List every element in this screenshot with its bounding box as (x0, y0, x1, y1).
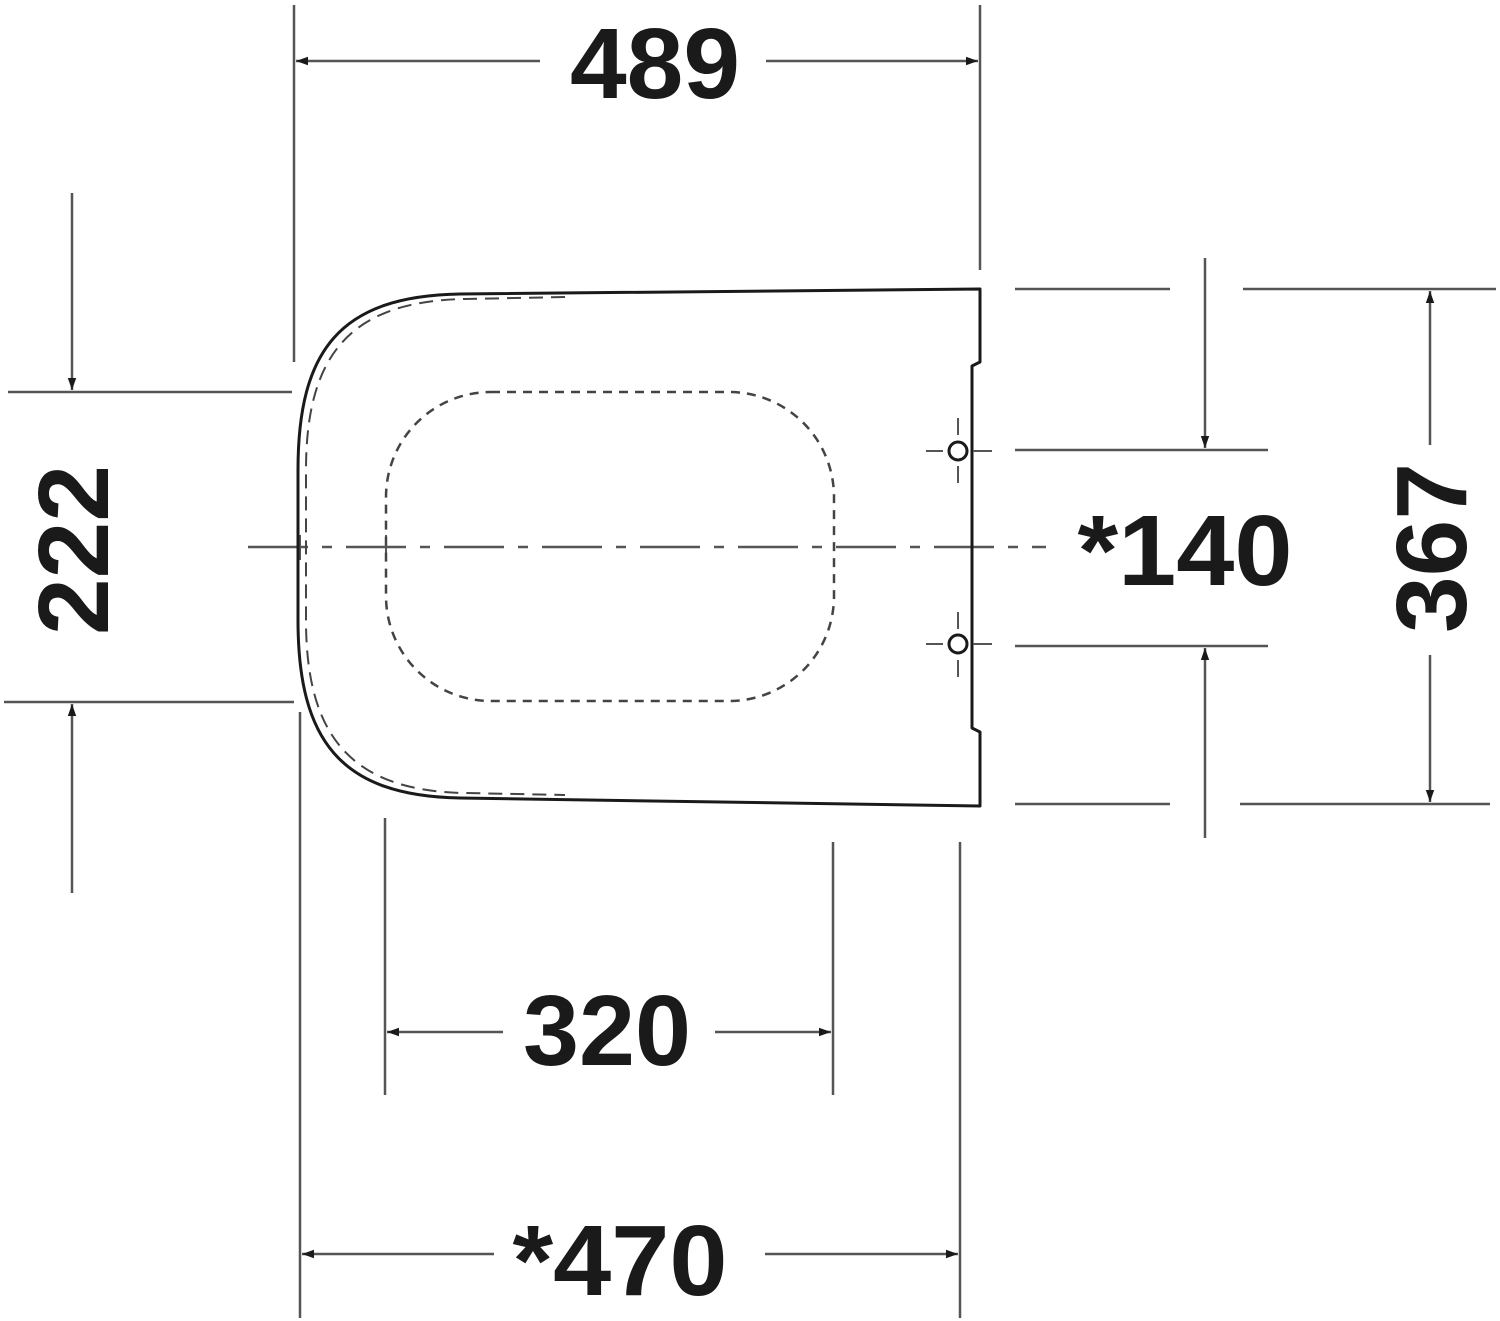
dim-opening-length: 320 (523, 975, 691, 1087)
extension-lines (4, 5, 1496, 1318)
dim-overall-length: 489 (570, 8, 740, 120)
dim-hinge-spacing: *140 (1078, 495, 1293, 607)
hinge-hole-bottom (926, 612, 992, 677)
dim-seat-length: *470 (513, 1205, 728, 1317)
dimension-lines (67, 56, 1435, 1259)
hinge-hole-top (926, 418, 992, 483)
lid-outline (305, 296, 566, 796)
dim-opening-width: 222 (18, 465, 130, 635)
inner-opening (384, 390, 836, 703)
seat-outline (296, 287, 982, 808)
dim-overall-width: 367 (1376, 463, 1488, 633)
